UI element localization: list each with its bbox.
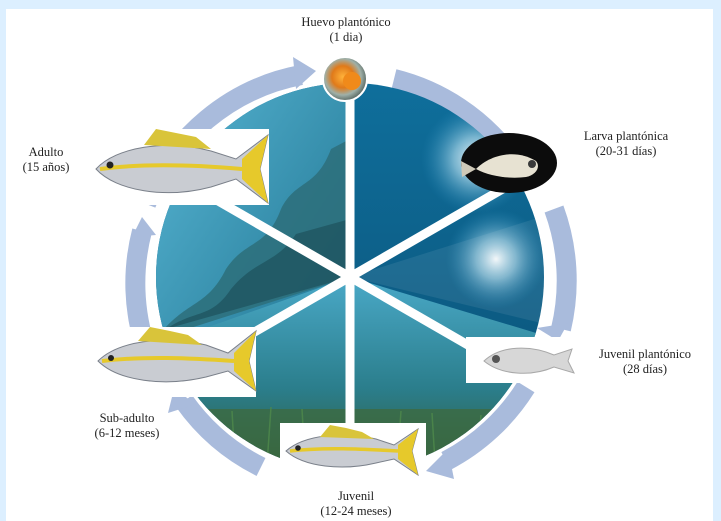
subadult-fish-image xyxy=(88,327,256,397)
stage-duration: (28 días) xyxy=(584,362,706,377)
stage-name: Juvenil plantónico xyxy=(584,347,706,362)
stage-duration: (1 dia) xyxy=(276,30,416,45)
stage-name: Larva plantónica xyxy=(566,129,686,144)
stage-duration: (6-12 meses) xyxy=(72,426,182,441)
stage-duration: (15 años) xyxy=(8,160,84,175)
stage-name: Huevo plantónico xyxy=(276,15,416,30)
stage-label-juvenil: Juvenil (12-24 meses) xyxy=(286,489,426,519)
egg-image xyxy=(323,57,367,101)
life-cycle-diagram xyxy=(6,9,713,521)
juvenile-fish-image xyxy=(280,423,426,479)
larva-image xyxy=(461,133,557,193)
stage-duration: (20-31 días) xyxy=(566,144,686,159)
stage-label-adulto: Adulto (15 años) xyxy=(8,145,84,175)
stage-name: Sub-adulto xyxy=(72,411,182,426)
stage-label-juvenil-plantonico: Juvenil plantónico (28 días) xyxy=(584,347,706,377)
juvenile-plankton-image xyxy=(466,337,582,383)
stage-label-huevo: Huevo plantónico (1 dia) xyxy=(276,15,416,45)
stage-name: Juvenil xyxy=(286,489,426,504)
diagram-canvas: Huevo plantónico (1 dia) Larva plantónic… xyxy=(6,9,713,521)
adult-fish-image xyxy=(86,129,269,205)
stage-name: Adulto xyxy=(8,145,84,160)
stage-duration: (12-24 meses) xyxy=(286,504,426,519)
stage-label-larva: Larva plantónica (20-31 días) xyxy=(566,129,686,159)
stage-label-sub-adulto: Sub-adulto (6-12 meses) xyxy=(72,411,182,441)
